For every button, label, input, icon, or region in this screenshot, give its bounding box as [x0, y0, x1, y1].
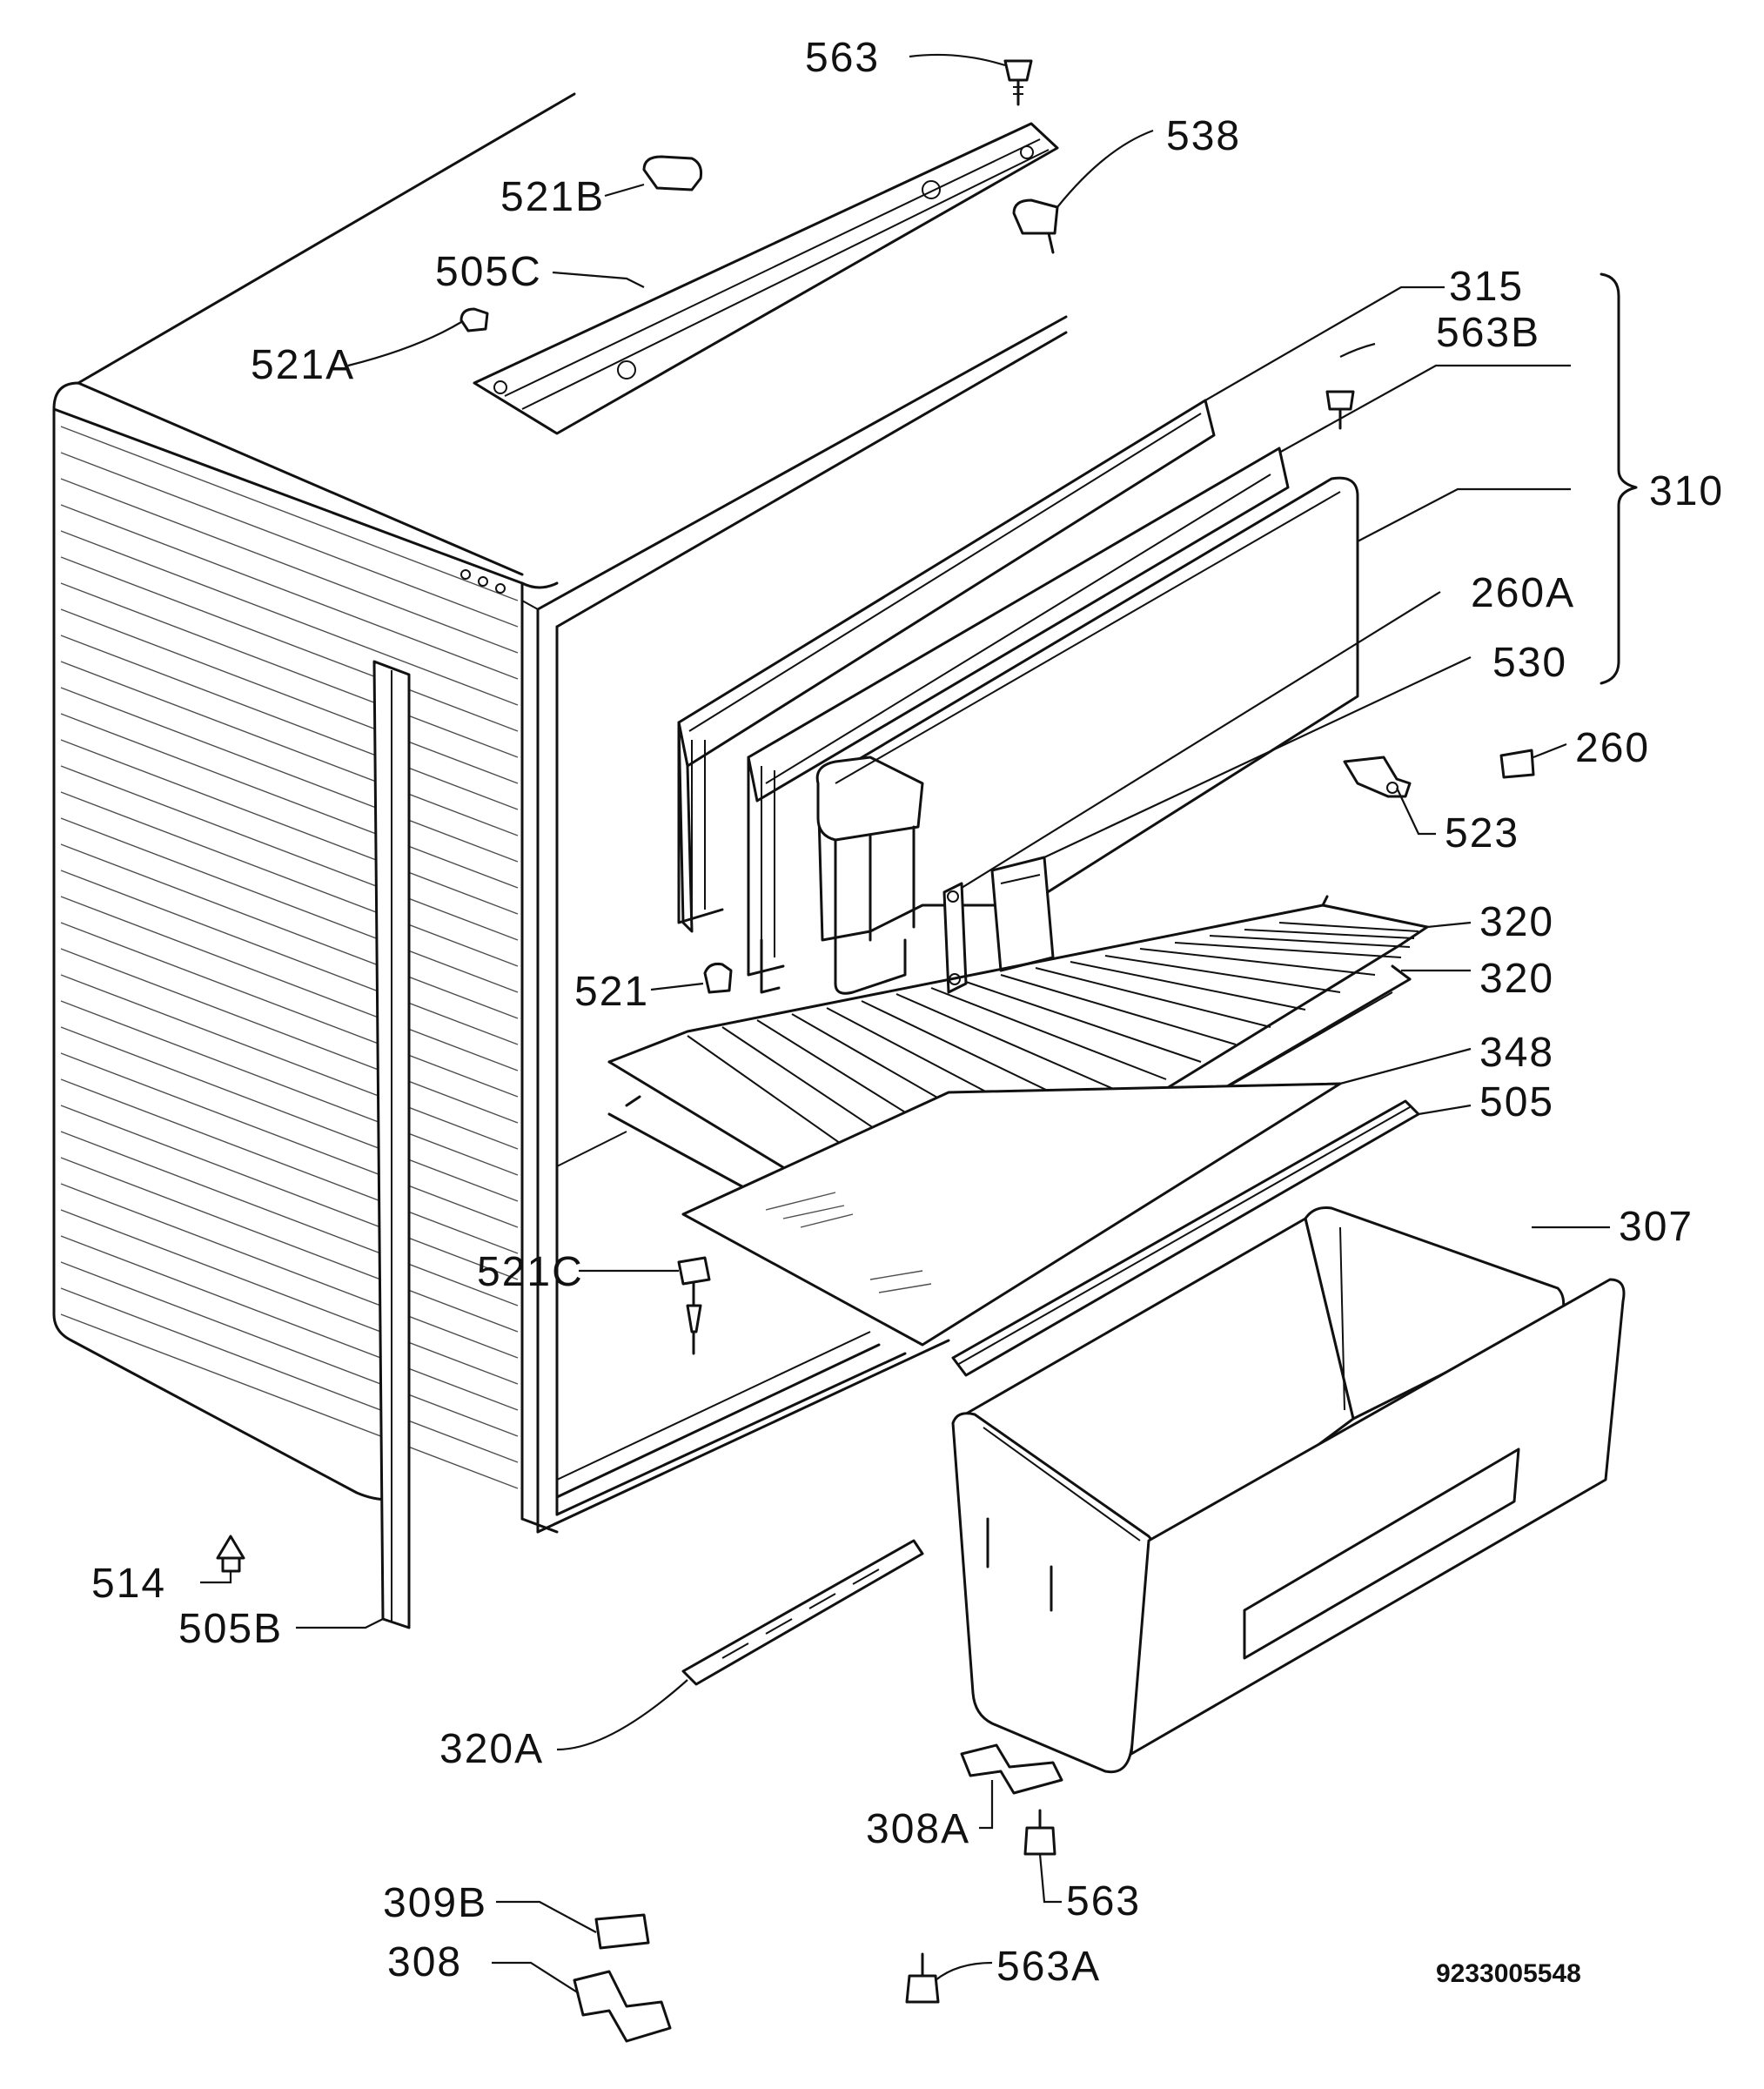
support-521C — [677, 1256, 711, 1355]
bumper-514 — [216, 1535, 245, 1573]
label-310: 310 — [1649, 468, 1724, 514]
assembly-bracket-310 — [1600, 272, 1638, 685]
label-309B: 309B — [383, 1880, 487, 1926]
label-320A: 320A — [439, 1726, 544, 1772]
block-309B — [594, 1913, 650, 1950]
leader-lines — [200, 53, 1610, 1994]
label-521C: 521C — [477, 1249, 584, 1295]
screw-563-top — [1003, 59, 1033, 106]
part-523 — [1343, 756, 1412, 798]
label-315: 315 — [1449, 264, 1524, 310]
clip-521 — [703, 963, 733, 994]
label-563-top: 563 — [805, 35, 880, 81]
hinge-pin-538 — [1012, 198, 1059, 254]
top-hinge-bar — [473, 122, 1059, 435]
label-260: 260 — [1575, 725, 1650, 771]
label-538: 538 — [1166, 113, 1241, 159]
label-307: 307 — [1619, 1204, 1694, 1250]
bracket-320A — [681, 1539, 924, 1686]
document-number: 9233005548 — [1436, 1959, 1581, 1988]
label-521: 521 — [574, 969, 649, 1015]
callout-labels: 563 538 521B 505C 521A 315 563B 310 260A… — [91, 35, 1724, 1990]
label-320-lower: 320 — [1479, 956, 1554, 1002]
label-514: 514 — [91, 1561, 166, 1607]
door-gasket-315 — [677, 399, 1216, 933]
side-panel-hatching — [60, 426, 519, 1489]
label-563B: 563B — [1436, 310, 1540, 356]
label-308: 308 — [387, 1939, 462, 1985]
label-320-upper: 320 — [1479, 899, 1554, 945]
cap-521B — [642, 155, 702, 191]
door-seal-strip — [372, 660, 411, 1629]
latch-530 — [990, 856, 1055, 972]
label-523: 523 — [1445, 810, 1519, 856]
label-521B: 521B — [500, 174, 605, 220]
crisper-drawer-307 — [951, 1206, 1626, 1774]
label-505: 505 — [1479, 1079, 1554, 1125]
label-563A: 563A — [996, 1944, 1101, 1990]
bracket-308A — [960, 1743, 1063, 1795]
screw-563B — [1325, 390, 1355, 430]
label-260A: 260A — [1471, 570, 1575, 616]
label-563-bottom: 563 — [1066, 1878, 1141, 1924]
hinge-260A — [942, 882, 968, 994]
bracket-308 — [573, 1970, 672, 2043]
screw-563-bottom — [1023, 1809, 1056, 1856]
door-frame — [747, 447, 1290, 994]
cabinet-body — [52, 92, 1068, 1534]
cap-521A — [459, 307, 489, 332]
label-530: 530 — [1492, 640, 1567, 686]
label-505B: 505B — [178, 1606, 283, 1652]
part-260 — [1499, 749, 1535, 779]
label-505C: 505C — [435, 249, 542, 295]
label-348: 348 — [1479, 1030, 1554, 1076]
screw-563A — [905, 1952, 940, 2004]
label-521A: 521A — [251, 342, 355, 388]
label-308A: 308A — [866, 1806, 970, 1852]
freezer-door-panel — [815, 476, 1359, 995]
